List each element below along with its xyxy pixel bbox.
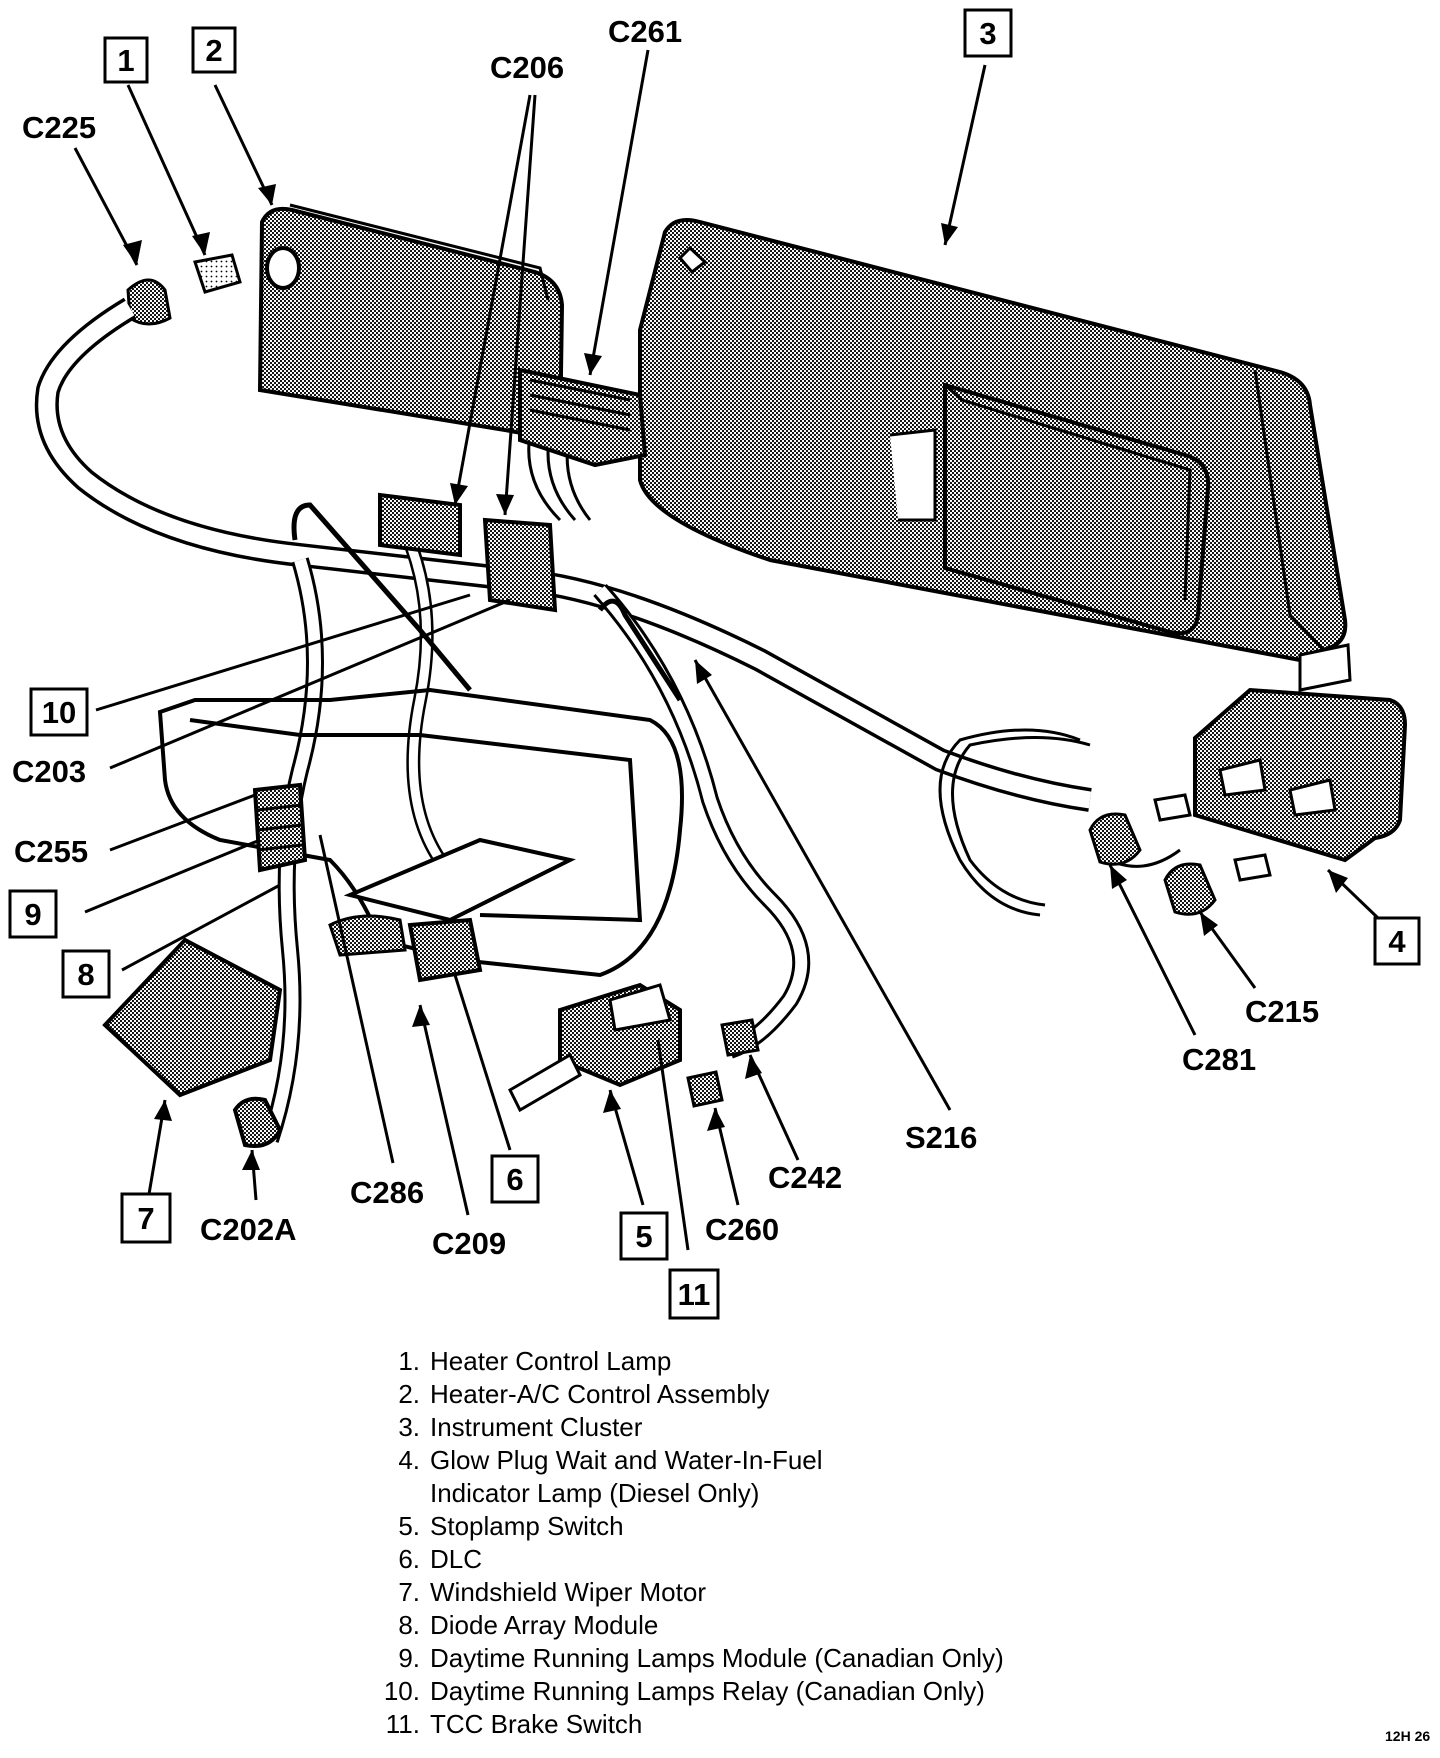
label-c215: C215 xyxy=(1245,994,1319,1029)
parts-legend: 1. Heater Control Lamp 2. Heater-A/C Con… xyxy=(368,1345,1128,1741)
callout-box-7: 7 xyxy=(120,1192,172,1244)
callout-number: 2 xyxy=(205,33,222,68)
glow-plug-indicator-lamp xyxy=(1193,687,1408,863)
callout-box-3: 3 xyxy=(963,8,1013,58)
windshield-wiper-motor xyxy=(102,937,283,1098)
connector-c261 xyxy=(518,367,648,468)
legend-text: Glow Plug Wait and Water-In-Fuel xyxy=(430,1445,823,1475)
legend-text: Daytime Running Lamps Relay (Canadian On… xyxy=(430,1676,985,1706)
callout-number: 10 xyxy=(42,695,76,730)
callout-box-2: 2 xyxy=(191,26,237,74)
callout-number: 9 xyxy=(24,897,41,932)
legend-text: DLC xyxy=(430,1544,483,1574)
legend-item: 6. DLC xyxy=(368,1543,1128,1576)
stoplamp-switch xyxy=(508,982,682,1113)
leader-lines xyxy=(73,49,1380,1251)
callout-number: 5 xyxy=(635,1219,652,1254)
arrowheads xyxy=(123,184,1348,1170)
legend-item: 10. Daytime Running Lamps Relay (Canadia… xyxy=(368,1675,1128,1708)
legend-number: 10. xyxy=(383,1676,420,1706)
callout-box-6: 6 xyxy=(490,1154,540,1204)
connector-c206 xyxy=(378,492,558,613)
callout-box-5: 5 xyxy=(619,1211,669,1261)
legend-text: Heater Control Lamp xyxy=(430,1346,672,1376)
legend-item: 1. Heater Control Lamp xyxy=(368,1345,1128,1378)
callout-box-10: 10 xyxy=(29,687,89,737)
legend-text: TCC Brake Switch xyxy=(430,1709,643,1739)
legend-text: Stoplamp Switch xyxy=(430,1511,624,1541)
legend-text-continued: Indicator Lamp (Diesel Only) xyxy=(430,1478,760,1508)
label-c261: C261 xyxy=(608,14,682,49)
legend-item: 8. Diode Array Module xyxy=(368,1609,1128,1642)
callout-number: 1 xyxy=(117,43,134,78)
label-c242: C242 xyxy=(768,1160,842,1195)
legend-item: 4. Glow Plug Wait and Water-In-Fuel xyxy=(368,1444,1128,1477)
dlc-connector xyxy=(328,914,483,983)
connector-c260 xyxy=(686,1070,724,1108)
mounting-bracket xyxy=(157,502,684,978)
legend-number: 9. xyxy=(398,1643,420,1673)
label-s216: S216 xyxy=(905,1120,977,1155)
label-c209: C209 xyxy=(432,1226,506,1261)
legend-number: 11. xyxy=(385,1709,420,1739)
heater-ac-control-assembly xyxy=(257,203,565,443)
legend-text: Windshield Wiper Motor xyxy=(430,1577,706,1607)
legend-item: 2. Heater-A/C Control Assembly xyxy=(368,1378,1128,1411)
callout-box-1: 1 xyxy=(103,36,149,84)
callout-number: 6 xyxy=(506,1162,523,1197)
label-c255: C255 xyxy=(14,834,88,869)
callout-number: 7 xyxy=(137,1201,154,1236)
label-c260: C260 xyxy=(705,1212,779,1247)
callout-box-9: 9 xyxy=(8,889,58,939)
connector-c281 xyxy=(1088,793,1192,866)
legend-text: Instrument Cluster xyxy=(430,1412,643,1442)
label-c225: C225 xyxy=(22,110,96,145)
heater-control-lamp xyxy=(126,253,242,326)
callout-number: 4 xyxy=(1388,924,1406,959)
label-c202a: C202A xyxy=(200,1212,297,1247)
legend-item: 9. Daytime Running Lamps Module (Canadia… xyxy=(368,1642,1128,1675)
connector-c242 xyxy=(720,1018,760,1057)
legend-item: 5. Stoplamp Switch xyxy=(368,1510,1128,1543)
callout-box-11: 11 xyxy=(668,1268,720,1320)
legend-item: 7. Windshield Wiper Motor xyxy=(368,1576,1128,1609)
legend-text: Heater-A/C Control Assembly xyxy=(430,1379,770,1409)
legend-number: 7. xyxy=(398,1577,420,1607)
legend-item: 11. TCC Brake Switch xyxy=(368,1708,1128,1741)
drl-module xyxy=(252,782,308,873)
callout-number: 3 xyxy=(979,16,996,51)
legend-number: 1. xyxy=(398,1346,420,1376)
legend-number: 3. xyxy=(398,1412,420,1442)
figure-id: 12H 26 xyxy=(1385,1728,1431,1744)
label-c286: C286 xyxy=(350,1175,424,1210)
legend-item: 3. Instrument Cluster xyxy=(368,1411,1128,1444)
legend-number: 5. xyxy=(398,1511,420,1541)
callout-number: 11 xyxy=(678,1277,711,1312)
legend-text: Diode Array Module xyxy=(430,1610,659,1640)
legend-number: 8. xyxy=(398,1610,420,1640)
legend-number: 6. xyxy=(398,1544,420,1574)
label-c281: C281 xyxy=(1182,1042,1256,1077)
callout-box-8: 8 xyxy=(61,949,111,999)
legend-text: Daytime Running Lamps Module (Canadian O… xyxy=(430,1643,1004,1673)
connector-c202a xyxy=(232,1096,283,1148)
label-c206: C206 xyxy=(490,50,564,85)
legend-number: 4. xyxy=(398,1445,420,1475)
callout-box-4: 4 xyxy=(1373,916,1421,966)
connector-c215 xyxy=(1163,853,1272,916)
legend-number: 2. xyxy=(398,1379,420,1409)
callout-number: 8 xyxy=(77,957,94,992)
label-c203: C203 xyxy=(12,754,86,789)
instrument-cluster xyxy=(638,218,1352,692)
